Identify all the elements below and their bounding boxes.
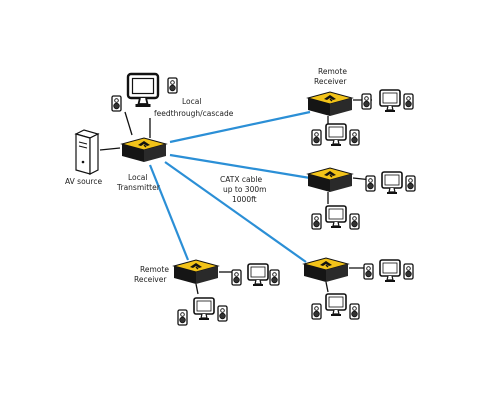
speaker-icon [311,129,322,146]
speaker-icon [167,77,178,94]
speaker-icon [269,269,280,286]
local-monitor-wire [124,111,133,136]
cable-to-receiver-4 [148,164,190,261]
av-source: AV source [65,129,121,186]
speaker-icon [349,213,360,230]
monitor-icon [193,297,215,321]
transmitter-icon [121,137,167,163]
speaker-icon [361,93,372,110]
local-transmitter: Local Transmitter [116,137,167,192]
remote-receiver-label-line1: Remote [318,67,347,76]
catx-cable-label-line3: 1000ft [232,195,257,204]
speaker-icon [403,263,414,280]
receiver-icon [307,167,353,193]
speaker-icon [349,129,360,146]
speaker-icon [403,93,414,110]
catx-cable-label-line1: CATX cable [220,175,262,184]
speaker-icon [111,95,122,112]
receiver-icon [303,257,349,283]
receiver-icon [307,91,353,117]
receiver-icon [173,259,219,285]
source-link-wire [99,147,121,151]
monitor-icon [247,263,269,287]
speaker-icon [177,309,188,326]
receiver-local-wire [195,283,199,295]
catx-cable-label: CATX cable up to 300m 1000ft [220,175,266,204]
monitor-icon [325,205,347,229]
speaker-icon [231,269,242,286]
speaker-icon [311,303,322,320]
speaker-icon [363,263,374,280]
remote-receiver-1: Remote Receiver [307,67,414,147]
remote-receiver-left-label-line2: Receiver [134,275,167,284]
speaker-icon [349,303,360,320]
remote-receiver-4: Remote Receiver [134,259,280,326]
catx-cables [148,110,311,263]
monitor-icon [126,72,160,109]
catx-cable-label-line2: up to 300m [223,185,266,194]
local-transmitter-label-line1: Local [128,173,147,182]
monitor-icon [325,293,347,317]
monitor-icon [325,123,347,147]
local-display-group: Local feedthrough/cascade [111,72,234,138]
speaker-icon [405,175,416,192]
local-feedthrough-label-line2: feedthrough/cascade [154,109,234,118]
receiver-local-wire [325,281,329,293]
av-source-label: AV source [65,177,102,186]
cable-to-receiver-1 [169,110,311,144]
remote-receiver-label-line2: Receiver [314,77,347,86]
speaker-icon [217,305,228,322]
cable-to-receiver-3 [164,161,307,263]
speaker-icon [311,213,322,230]
monitor-icon [379,259,401,283]
remote-receiver-3 [303,257,414,320]
local-transmitter-label-line2: Transmitter [116,183,161,192]
remote-receiver-left-label-line1: Remote [140,265,169,274]
speaker-icon [365,175,376,192]
tower-computer-icon [75,129,99,175]
remote-receiver-2 [307,167,416,230]
cable-to-receiver-2 [169,153,311,180]
monitor-icon [381,171,403,195]
monitor-icon [379,89,401,113]
local-feedthrough-label-line1: Local [182,97,201,106]
